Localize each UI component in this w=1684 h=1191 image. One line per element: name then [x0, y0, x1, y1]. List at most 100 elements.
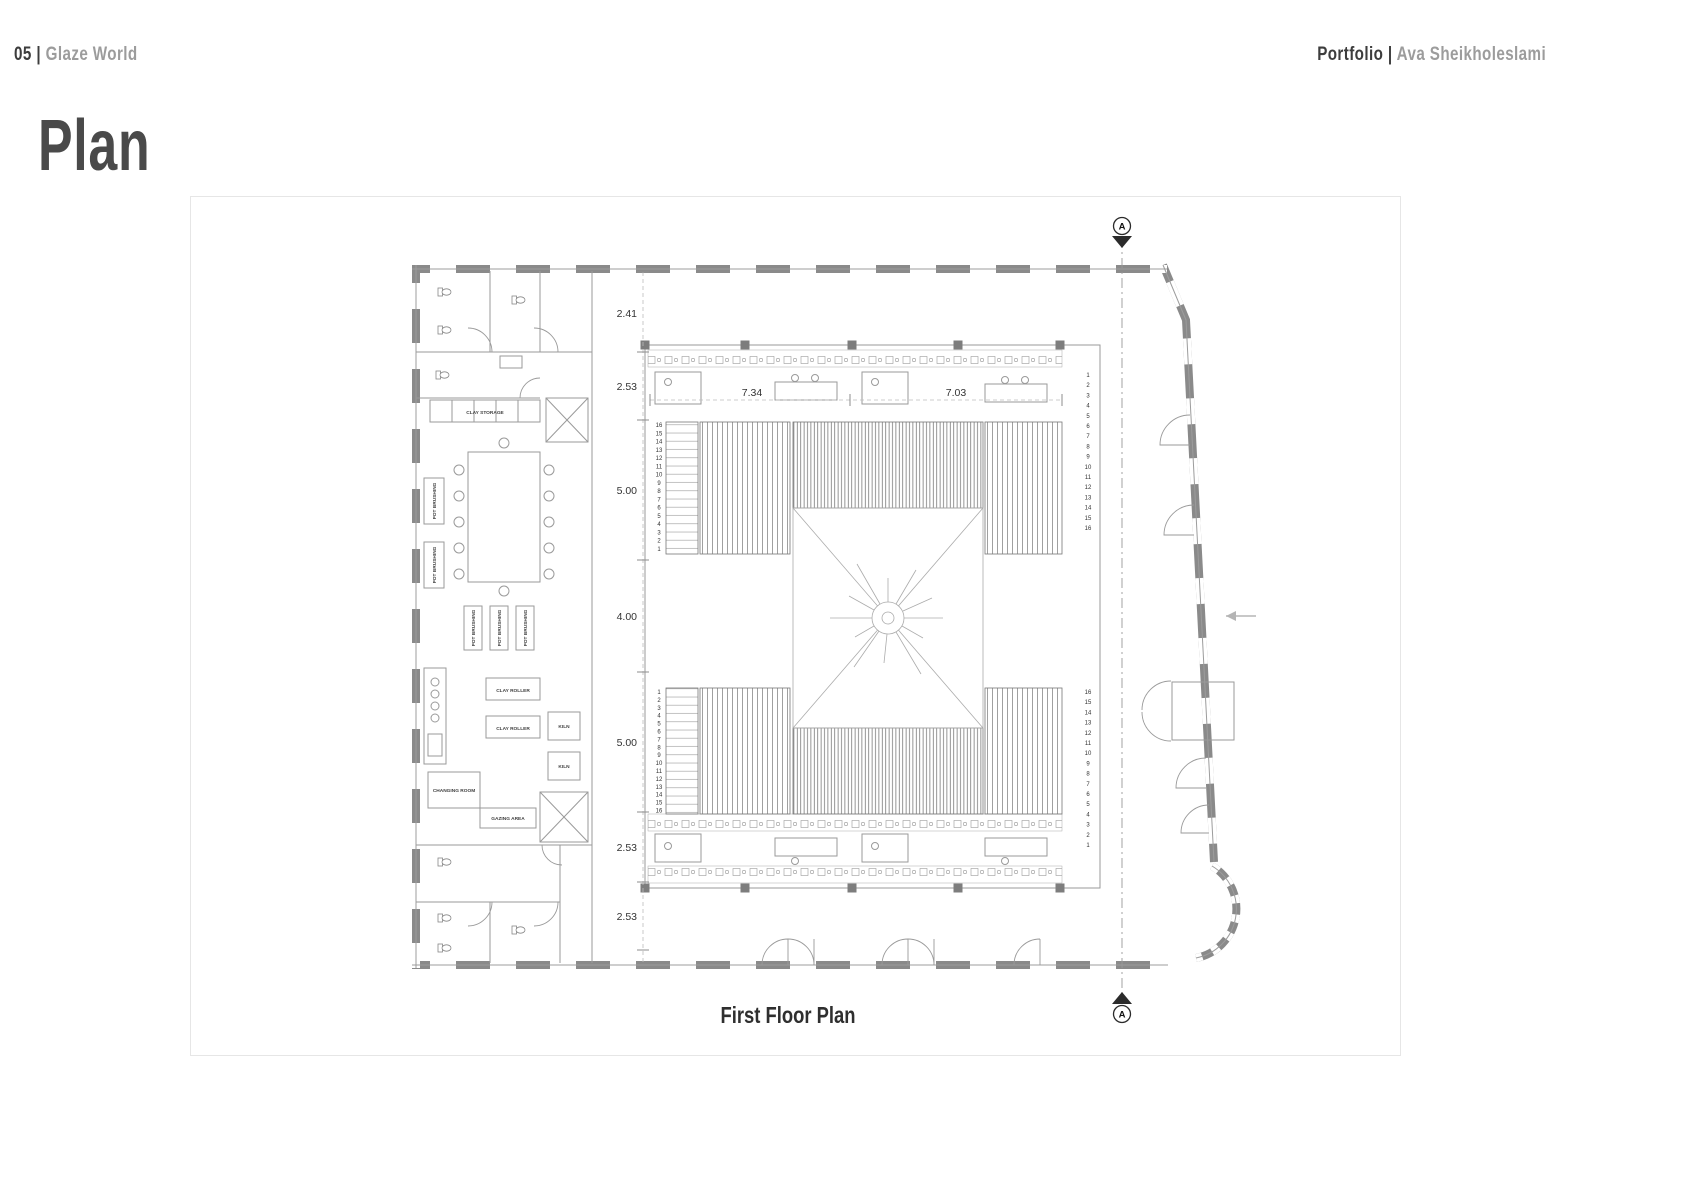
stair-upper-center: [792, 421, 984, 509]
seat-row-number: 10: [1085, 465, 1092, 471]
project-name: Glaze World: [45, 44, 138, 65]
dimension-label: 5.00: [617, 737, 638, 749]
seat-row-number: 13: [656, 448, 663, 454]
seat-row-number: 3: [657, 530, 661, 536]
seat-row-number: 9: [657, 753, 661, 759]
seating-tiers: [665, 421, 1063, 815]
seat-row-number: 8: [1086, 772, 1090, 778]
seat-row-number: 5: [657, 514, 661, 520]
seat-row-number: 13: [656, 785, 663, 791]
header-project: 05 | Glaze World: [14, 44, 168, 66]
dimension-label: 2.53: [617, 911, 638, 923]
seating-steps-lower-left: [665, 687, 699, 815]
changing-room: CHANGING ROOM: [427, 771, 481, 809]
seat-row-number: 11: [656, 464, 663, 470]
seat-row-number: 7: [1086, 434, 1090, 440]
seat-row-number: 4: [1086, 404, 1090, 410]
seat-row-number: 15: [656, 801, 663, 807]
header-divider: |: [36, 44, 41, 65]
project-index: 05: [14, 44, 32, 65]
seat-row-number: 1: [1086, 373, 1090, 379]
author-name: Ava Sheikholeslami: [1396, 44, 1546, 65]
seat-row-number: 5: [1086, 414, 1090, 420]
dimension-label: 4.00: [617, 611, 638, 623]
seat-row-number: 13: [1085, 495, 1092, 501]
clay-storage-shelf: [429, 399, 541, 423]
header-portfolio: Portfolio | Ava Sheikholeslami: [1260, 44, 1546, 66]
seat-row-number: 10: [656, 761, 663, 767]
seat-row-number: 5: [657, 722, 661, 728]
portfolio-label: Portfolio: [1317, 44, 1384, 65]
dimension-label: 7.34: [742, 387, 763, 399]
kilns: KILN KILN: [547, 711, 581, 781]
seat-row-number: 15: [1085, 700, 1092, 706]
seat-row-number: 16: [656, 423, 663, 429]
seat-row-number: 3: [657, 706, 661, 712]
seat-row-number: 10: [656, 473, 663, 479]
seat-row-number: 9: [1086, 761, 1090, 767]
kitchen-counter: [423, 667, 447, 765]
exterior-walls: [412, 263, 1241, 969]
seat-row-number: 1: [1086, 843, 1090, 849]
plan-frame: [190, 196, 1401, 1056]
seat-row-number: 16: [1085, 690, 1092, 696]
seat-row-number: 4: [1086, 812, 1090, 818]
stair-lower-center: [792, 727, 984, 815]
seat-row-number: 6: [657, 506, 661, 512]
room-label-kiln: KILN: [558, 764, 570, 770]
left-wing-fixtures: [435, 287, 526, 953]
seat-row-number: 4: [657, 522, 661, 528]
plan-caption: First Floor Plan: [720, 1002, 856, 1028]
doors: [467, 327, 1210, 966]
courtyard: [792, 507, 984, 729]
seat-row-number: 2: [1086, 833, 1090, 839]
seat-row-number: 15: [1085, 516, 1092, 522]
clay-rollers: CLAY ROLLER CLAY ROLLER: [485, 677, 541, 739]
seat-row-number: 7: [657, 737, 661, 743]
room-label-pot-brushing: POT BRUSHING: [497, 609, 503, 646]
seat-row-number: 14: [656, 793, 663, 799]
seat-row-number: 16: [1085, 526, 1092, 532]
seat-row-number: 8: [1086, 444, 1090, 450]
seat-row-number: 12: [1085, 485, 1092, 491]
main-entrance: [1141, 680, 1235, 742]
seat-row-number: 7: [1086, 782, 1090, 788]
tree-symbol: [830, 563, 943, 675]
seat-row-number: 1: [657, 547, 661, 553]
seat-row-number: 12: [1085, 731, 1092, 737]
seat-row-number: 6: [1086, 792, 1090, 798]
section-marker-top: A: [1112, 216, 1132, 248]
room-label-pot-brushing: POT BRUSHING: [523, 609, 529, 646]
header-divider: |: [1387, 44, 1393, 65]
room-label-pot-brushing: POT BRUSHING: [471, 609, 477, 646]
room-label-clay-roller: CLAY ROLLER: [496, 688, 530, 694]
seat-row-number: 13: [1085, 721, 1092, 727]
seat-row-number: 16: [656, 809, 663, 815]
page-title: Plan: [38, 106, 151, 186]
seat-row-number: 12: [656, 456, 663, 462]
seat-row-number: 2: [657, 698, 661, 704]
seat-row-number: 3: [1086, 393, 1090, 399]
seat-row-number: 14: [656, 440, 663, 446]
interior-partitions: [416, 271, 1101, 963]
section-marker-label: A: [1119, 222, 1126, 233]
seat-row-number: 11: [1085, 475, 1092, 481]
room-label-gazing-area: GAZING AREA: [491, 816, 525, 822]
seating-upper-right: [984, 421, 1063, 555]
worktable: [453, 437, 555, 597]
seat-row-number: 10: [1085, 751, 1092, 757]
seat-row-number: 4: [657, 714, 661, 720]
dimension-label: 2.53: [617, 381, 638, 393]
section-marker-label: A: [1119, 1010, 1126, 1021]
seat-row-number: 9: [657, 481, 661, 487]
dimensions: 2.41 2.53 5.00 4.00 5.00 2.53 2.53 7.34 …: [617, 271, 1063, 963]
room-label-clay-storage: CLAY STORAGE: [466, 410, 504, 416]
room-label-kiln: KILN: [558, 724, 570, 730]
entrance-arrow: [1226, 611, 1256, 621]
seat-row-number: 6: [657, 730, 661, 736]
seating-upper-left: [699, 421, 791, 555]
seat-row-number: 8: [657, 745, 661, 751]
seat-row-number: 7: [657, 497, 661, 503]
section-marker-bottom: A: [1112, 992, 1132, 1024]
